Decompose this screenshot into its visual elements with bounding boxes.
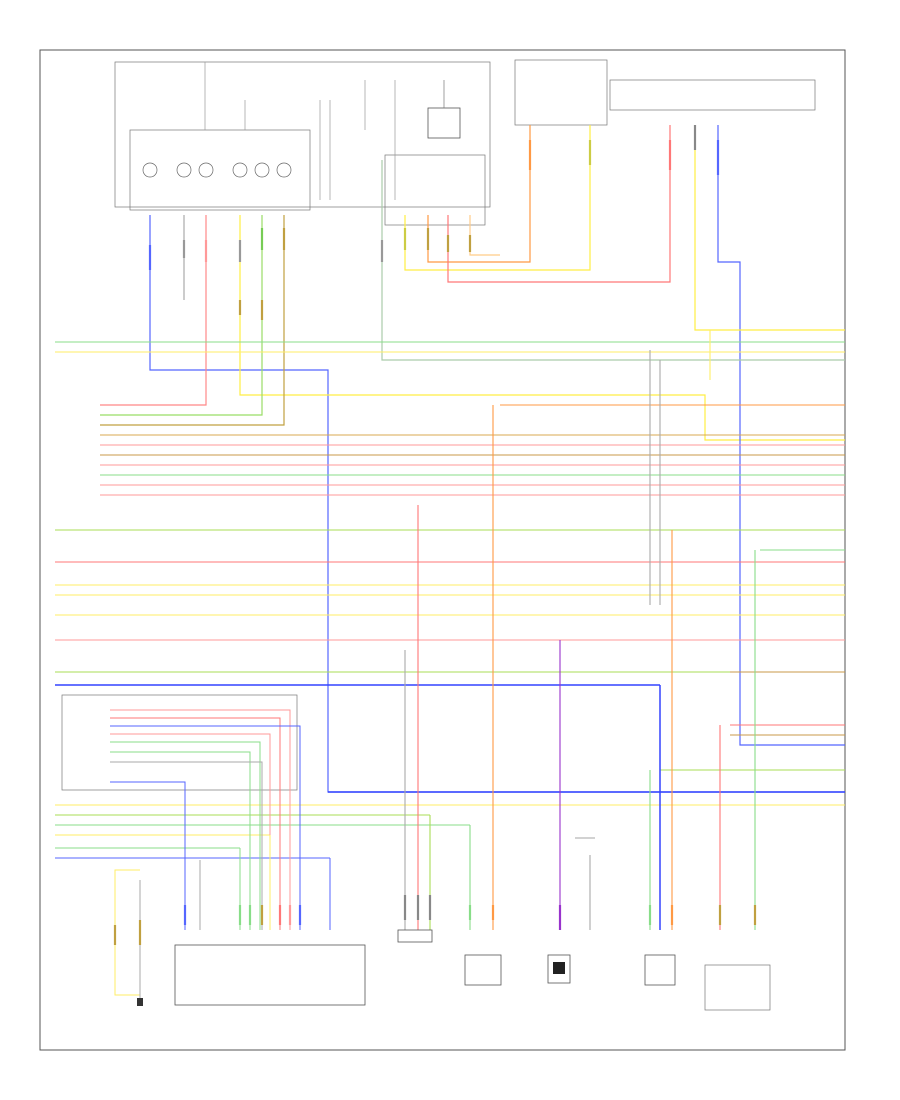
fuse-icon <box>232 162 248 178</box>
fuse-icon <box>176 162 192 178</box>
sensor-box-2 <box>464 954 502 986</box>
sensor-box-3 <box>644 954 676 986</box>
fuse-icon <box>254 162 270 178</box>
fuse-icon <box>276 162 292 178</box>
fuse-icon <box>198 162 214 178</box>
sensor-box-1 <box>397 929 433 943</box>
module-connector-area <box>61 694 366 1006</box>
component-drops <box>404 330 756 930</box>
bottom-components <box>397 837 771 1011</box>
switch-box <box>547 954 571 984</box>
control-module-box <box>174 944 366 1006</box>
fuse-icon <box>142 162 158 178</box>
pin-ticks <box>113 125 757 945</box>
top-fuse-area <box>114 59 816 226</box>
ground-icon <box>137 998 143 1006</box>
switch-icon <box>553 962 565 974</box>
connector-box-4 <box>704 964 771 1011</box>
horizontal-wires <box>55 341 845 859</box>
diagram-frame <box>39 49 846 1051</box>
